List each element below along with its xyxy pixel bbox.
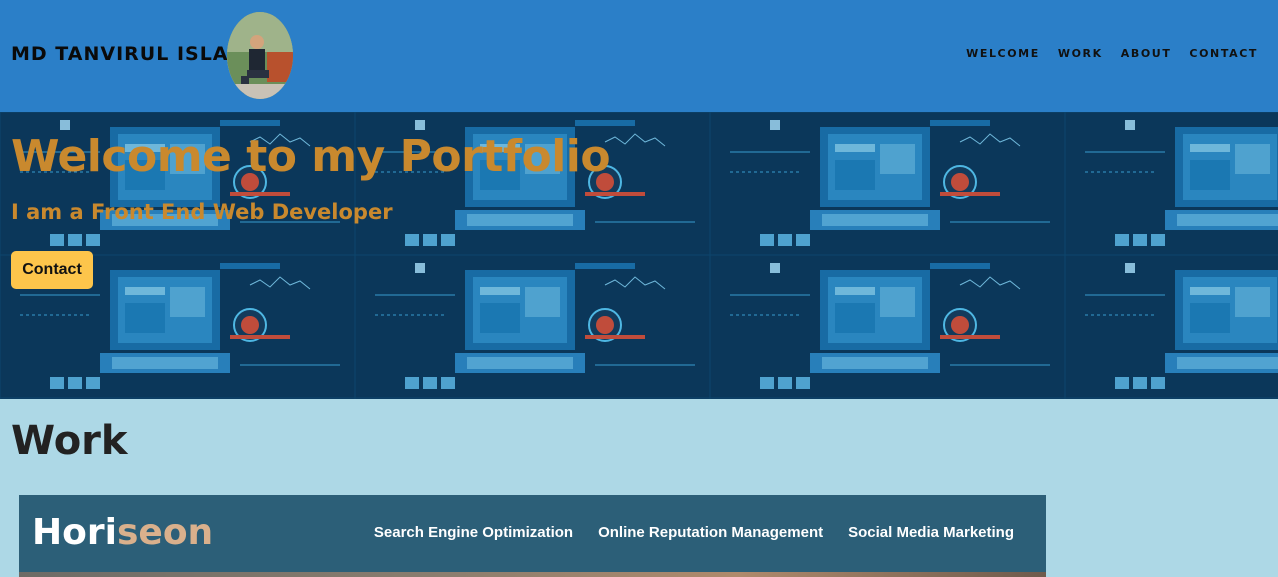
work-heading: Work	[11, 418, 128, 464]
nav-about[interactable]: ABOUT	[1120, 47, 1172, 60]
avatar-image	[227, 12, 293, 99]
hero-title: Welcome to my Portfolio	[11, 131, 611, 182]
hero-section	[0, 112, 1278, 399]
horiseon-nav: Search Engine Optimization Online Reputa…	[374, 524, 1014, 541]
horiseon-logo: Horiseon	[32, 512, 213, 553]
nav-contact[interactable]: CONTACT	[1189, 47, 1258, 60]
site-brand[interactable]: MD TANVIRUL ISLAM	[11, 43, 249, 65]
logo-accent: seon	[116, 512, 214, 553]
card-hero-photo	[19, 572, 1046, 577]
hero-background-image	[0, 112, 1278, 399]
horiseon-nav-seo: Search Engine Optimization	[373, 524, 574, 541]
work-card-horiseon[interactable]: Horiseon Search Engine Optimization Onli…	[19, 495, 1046, 577]
contact-button[interactable]: Contact	[11, 251, 93, 289]
avatar	[227, 12, 293, 99]
horiseon-nav-reputation: Online Reputation Management	[598, 524, 824, 541]
horiseon-nav-social: Social Media Marketing	[848, 524, 1014, 541]
hero-subtitle: I am a Front End Web Developer	[11, 200, 393, 224]
logo-main: Hori	[32, 512, 117, 553]
nav-work[interactable]: WORK	[1057, 47, 1103, 60]
site-header: MD TANVIRUL ISLAM WELCOME WORK ABOUT CON…	[0, 0, 1278, 112]
nav-welcome[interactable]: WELCOME	[966, 47, 1040, 60]
main-nav: WELCOME WORK ABOUT CONTACT	[966, 47, 1258, 60]
